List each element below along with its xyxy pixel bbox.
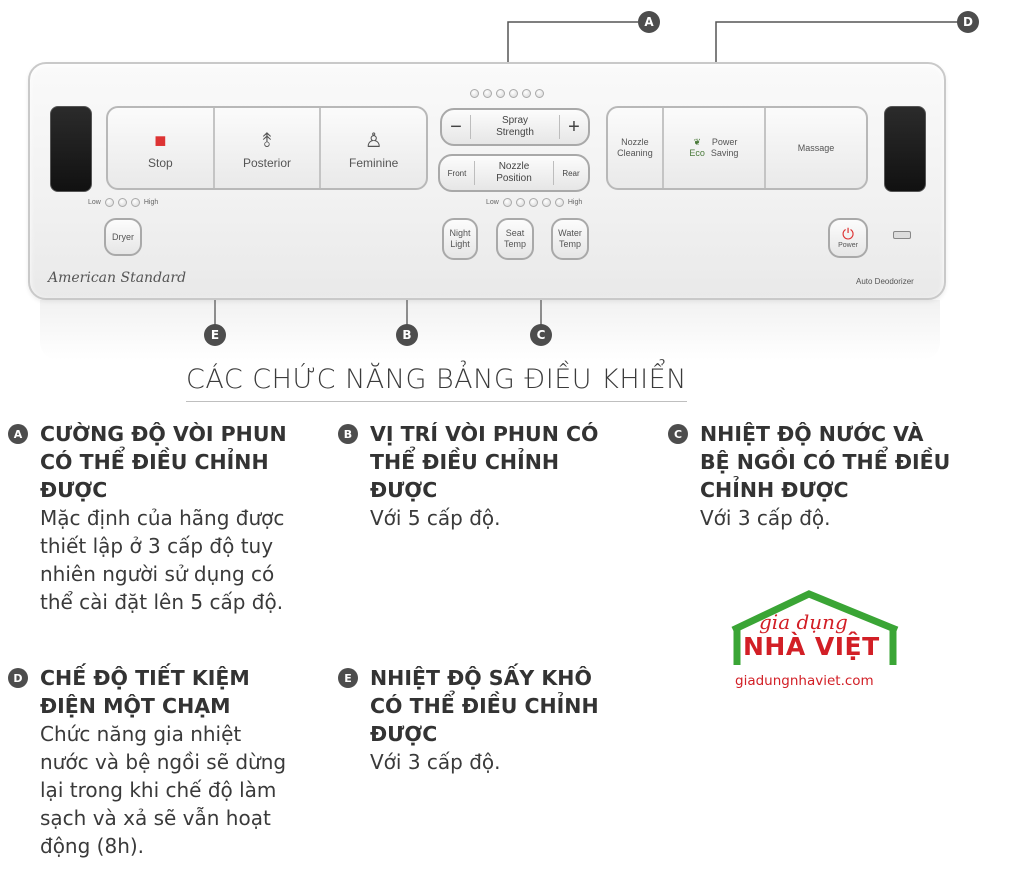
temp-level-dots: Low High [486,198,582,207]
marker-d: D [957,11,979,33]
feature-description: Chức năng gia nhiệt nước và bệ ngồi sẽ d… [40,722,287,858]
logo-gia-dung-text: gia dụng [759,610,848,634]
brand-logo: American Standard [48,270,187,286]
power-label: Power [838,242,858,249]
nozzle-cleaning-label: Nozzle Cleaning [617,137,653,158]
feature-marker: E [338,668,358,688]
logo-nha-viet-text: NHÀ VIỆT [743,632,880,661]
high-label: High [567,199,583,206]
feature-marker: B [338,424,358,444]
marker-a: A [638,11,660,33]
feature-b: B VỊ TRÍ VÒI PHUN CÓ THỂ ĐIỀU CHỈNH ĐƯỢC… [338,420,638,532]
feature-title: NHIỆT ĐỘ NƯỚC VÀ BỆ NGỒI CÓ THỂ ĐIỀU CHỈ… [700,422,951,502]
low-label: Low [88,199,101,206]
eco-leaf-icon: ❦Eco [689,137,705,158]
feminine-spray-icon: ♙ [364,130,383,152]
massage-button[interactable]: Massage [766,108,866,188]
feminine-button[interactable]: ♙ Feminine [321,108,426,188]
level-dot [496,89,505,98]
level-dot [522,89,531,98]
house-roof-icon [731,590,899,665]
wash-button-group: ■ Stop ⥉ Posterior ♙ Feminine [106,106,428,190]
feature-e: E NHIỆT ĐỘ SẤY KHÔ CÓ THỂ ĐIỀU CHỈNH ĐƯỢ… [338,664,638,776]
right-sensor-window [884,106,926,192]
level-dot [535,89,544,98]
level-dot [554,198,564,207]
power-saving-button[interactable]: ❦Eco Power Saving [664,108,766,188]
feature-title: CƯỜNG ĐỘ VÒI PHUN CÓ THỂ ĐIỀU CHỈNH ĐƯỢC [40,422,287,502]
level-dot [528,198,538,207]
posterior-label: Posterior [242,156,292,170]
seat-temp-button[interactable]: Seat Temp [496,218,534,260]
massage-label: Massage [797,142,835,153]
stop-icon: ■ [154,130,167,152]
dryer-level-dots: Low High [88,198,158,207]
feature-c: C NHIỆT ĐỘ NƯỚC VÀ BỆ NGỒI CÓ THỂ ĐIỀU C… [668,420,968,532]
left-sensor-window [50,106,92,192]
stop-button[interactable]: ■ Stop [108,108,215,188]
eco-label: Eco [689,148,705,158]
status-indicator [893,231,911,239]
night-light-button[interactable]: Night Light [442,218,478,260]
feature-description: Với 3 cấp độ. [700,506,831,530]
power-icon: ⏻ [842,226,854,243]
posterior-spray-icon: ⥉ [262,130,272,152]
logo-url: giadungnhaviet.com [735,673,874,689]
feature-marker: D [8,668,28,688]
level-dot [502,198,512,207]
low-label: Low [486,199,499,206]
feature-title: CHẾ ĐỘ TIẾT KIỆM ĐIỆN MỘT CHẠM [40,666,250,718]
spray-strength-label: Spray Strength [470,115,560,139]
gia-dung-nha-viet-logo: gia dụng NHÀ VIỆT giadungnhaviet.com [729,590,909,700]
function-button-group: Nozzle Cleaning ❦Eco Power Saving Massag… [606,106,868,190]
spray-decrease-button[interactable]: − [450,115,462,138]
marker-e: E [204,324,226,346]
panel-reflection [40,300,940,360]
feature-title: VỊ TRÍ VÒI PHUN CÓ THỂ ĐIỀU CHỈNH ĐƯỢC [370,422,599,502]
nozzle-front-button[interactable]: Front [447,168,467,178]
stop-label: Stop [147,156,173,170]
water-temp-button[interactable]: Water Temp [551,218,589,260]
high-label: High [143,199,159,206]
spray-increase-button[interactable]: + [568,115,580,138]
level-dot [509,89,518,98]
feminine-label: Feminine [349,156,399,170]
power-saving-label: Power Saving [710,137,739,158]
feature-a: A CƯỜNG ĐỘ VÒI PHUN CÓ THỂ ĐIỀU CHỈNH ĐƯ… [8,420,308,616]
level-dot [104,198,114,207]
level-dot [515,198,525,207]
feature-title: NHIỆT ĐỘ SẤY KHÔ CÓ THỂ ĐIỀU CHỈNH ĐƯỢC [370,666,599,746]
feature-d: D CHẾ ĐỘ TIẾT KIỆM ĐIỆN MỘT CHẠM Chức nă… [8,664,308,860]
level-dot [541,198,551,207]
feature-marker: A [8,424,28,444]
level-dot [470,89,479,98]
nozzle-cleaning-button[interactable]: Nozzle Cleaning [608,108,664,188]
spray-level-dots [470,89,544,98]
dryer-button[interactable]: Dryer [104,218,142,256]
page-title: CÁC CHỨC NĂNG BẢNG ĐIỀU KHIỂN [186,364,687,402]
spray-strength-control: − Spray Strength + [440,108,590,146]
feature-description: Với 3 cấp độ. [370,750,501,774]
feature-description: Mặc định của hãng được thiết lập ở 3 cấp… [40,506,285,614]
feature-marker: C [668,424,688,444]
level-dot [483,89,492,98]
power-button[interactable]: ⏻ Power [828,218,868,258]
nozzle-rear-button[interactable]: Rear [562,168,580,178]
auto-deodorizer-label: Auto Deodorizer [856,277,914,286]
posterior-button[interactable]: ⥉ Posterior [215,108,322,188]
level-dot [130,198,140,207]
feature-description: Với 5 cấp độ. [370,506,501,530]
nozzle-position-label: Nozzle Position [474,161,554,185]
level-dot [117,198,127,207]
nozzle-position-control: Front Nozzle Position Rear [438,154,590,192]
marker-b: B [396,324,418,346]
marker-c: C [530,324,552,346]
